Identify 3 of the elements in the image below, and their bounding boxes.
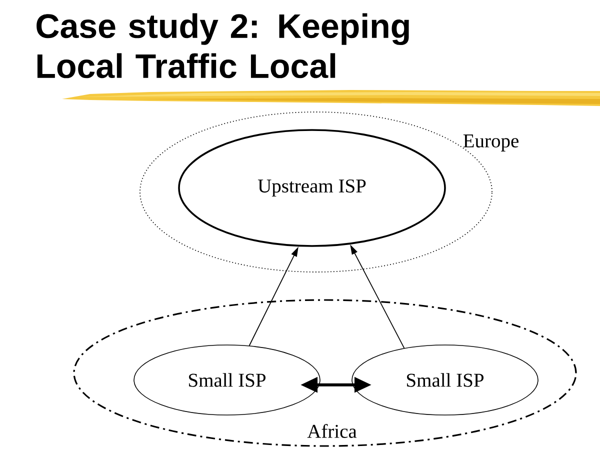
region-label: Europe [463, 134, 518, 152]
slide-title: Case study 2: Keeping Local Traffic Local [36, 13, 409, 78]
region-label: Africa [307, 424, 357, 438]
